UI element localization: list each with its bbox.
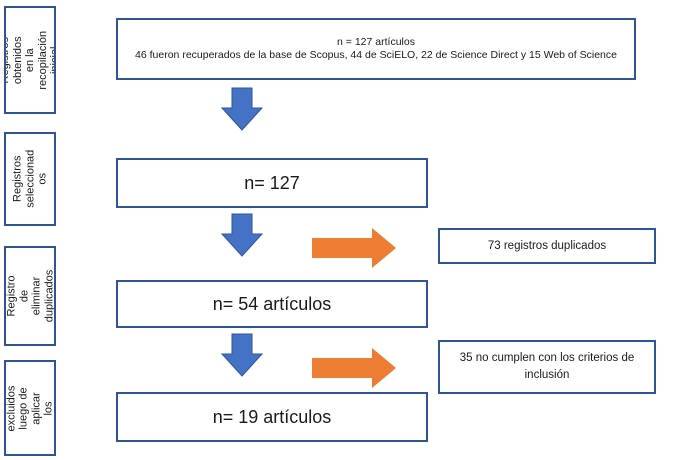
selected-count: n= 127	[244, 172, 300, 193]
down-arrow-3-icon	[220, 333, 264, 377]
stage-label-excluded-text: Registros excluidos luego de aplicar los…	[5, 385, 55, 431]
stage-label-selected: Registros seleccionad os	[4, 132, 56, 226]
stage-label-duplicates: Registro de eliminar duplicados	[4, 246, 56, 346]
stage-label-selected-text: Registros seleccionad os	[11, 149, 49, 209]
duplicates-note: 73 registros duplicados	[487, 239, 607, 252]
stage-label-initial-text: Registros obtenidos en la recopilación i…	[4, 30, 56, 90]
excluded-note: 35 no cumplen con los criterios de inclu…	[459, 352, 635, 381]
down-arrow-2-icon	[220, 213, 264, 257]
initial-sources: 46 fueron recuperados de la base de Scop…	[135, 49, 617, 61]
right-arrow-2-icon	[312, 348, 396, 388]
final-records-box: n= 19 artículos	[116, 392, 428, 442]
stage-label-initial: Registros obtenidos en la recopilación i…	[4, 6, 56, 114]
stage-label-duplicates-text: Registro de eliminar duplicados	[5, 269, 55, 323]
duplicates-note-box: 73 registros duplicados	[438, 228, 656, 264]
after-duplicates-box: n= 54 artículos	[116, 280, 428, 328]
down-arrow-1-icon	[220, 87, 264, 131]
after-duplicates-count: n= 54 artículos	[212, 293, 332, 314]
right-arrow-1-icon	[312, 228, 396, 268]
initial-records-box: n = 127 artículos 46 fueron recuperados …	[116, 18, 636, 80]
excluded-note-box: 35 no cumplen con los criterios de inclu…	[438, 340, 656, 394]
final-count: n= 19 artículos	[212, 406, 332, 427]
selected-records-box: n= 127	[116, 158, 428, 208]
stage-label-excluded: Registros excluidos luego de aplicar los…	[4, 360, 56, 456]
initial-count: n = 127 artículos	[337, 36, 415, 48]
